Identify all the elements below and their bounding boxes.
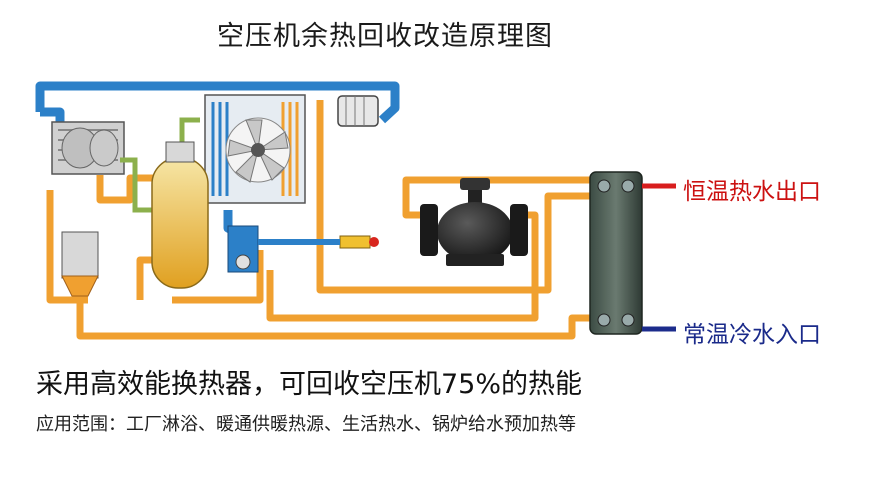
- separator-pipe: [120, 117, 200, 213]
- oil-separator-tank: [151, 141, 209, 289]
- diagram-title: 空压机余热回收改造原理图: [217, 21, 553, 52]
- thermostatic-valve: [61, 231, 99, 297]
- screw-compressor: [51, 121, 125, 175]
- hot-water-outlet-label: 恒温热水出口: [683, 179, 821, 205]
- minimum-pressure-valve: [227, 225, 379, 273]
- cold-water-inlet-label: 常温冷水入口: [683, 322, 821, 348]
- oil-pipe: [46, 100, 590, 340]
- control-valve: [420, 178, 528, 266]
- air-filter: [337, 95, 379, 127]
- usage-text: 应用范围：工厂淋浴、暖通供暖热源、生活热水、锅炉给水预加热等: [36, 414, 576, 435]
- oil-air-cooler: [204, 94, 306, 204]
- headline: 采用高效能换热器，可回收空压机75%的热能: [36, 369, 583, 400]
- plate-heat-exchanger: [589, 171, 643, 335]
